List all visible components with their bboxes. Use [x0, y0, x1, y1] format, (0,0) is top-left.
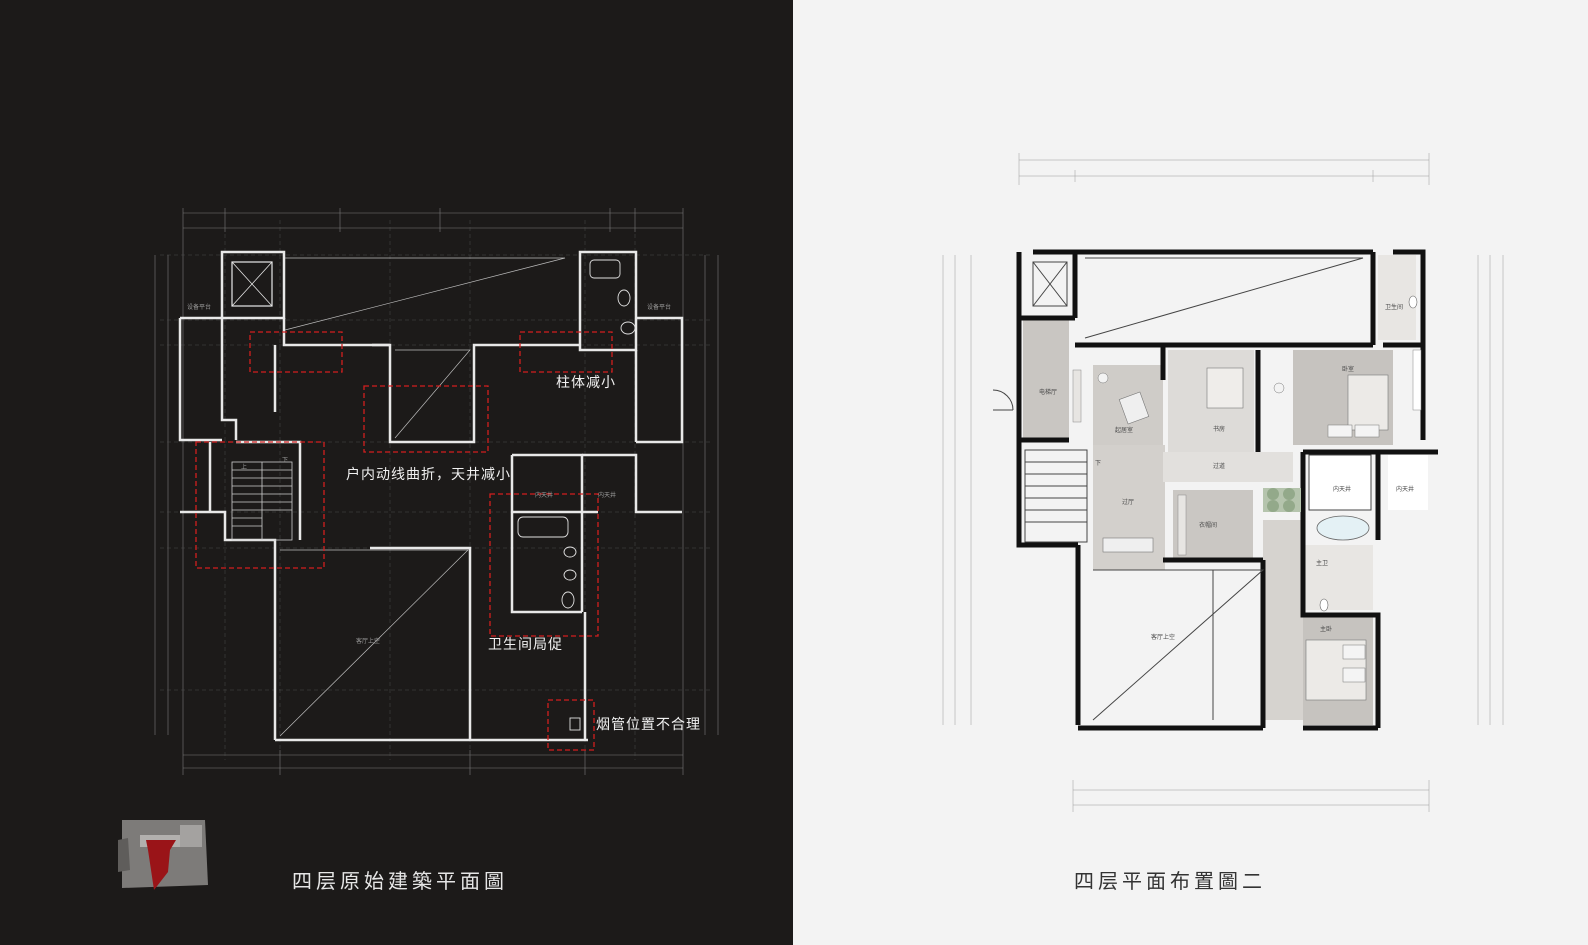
room-corridor: 过道 [1213, 463, 1226, 470]
label-stair-down-right: 下 [1095, 460, 1102, 467]
floor-areas [1023, 255, 1416, 725]
void-markers [279, 257, 566, 737]
issue-highlights [195, 331, 613, 751]
partitions-right [992, 257, 1428, 721]
original-plan-drawing [118, 208, 719, 890]
furniture [1072, 295, 1422, 701]
walls [178, 250, 684, 742]
room-master-bed: 主卧 [1320, 626, 1333, 633]
label-stair-up: 上 [241, 464, 248, 471]
room-wardrobe: 衣帽间 [1199, 522, 1218, 529]
room-hall: 过厅 [1122, 499, 1135, 506]
layout-plan-drawing [942, 153, 1504, 812]
bathroom-fixtures [517, 259, 636, 731]
key-plan [118, 820, 208, 890]
dimension-lines [154, 208, 719, 775]
room-master-bath: 主卫 [1316, 560, 1329, 567]
layout-plan-title: 四层平面布置圖二 [1074, 869, 1266, 893]
room-inner-courtyard-1: 内天井 [1333, 486, 1352, 493]
stair [231, 461, 293, 541]
room-inner-courtyard-2: 内天井 [1396, 486, 1415, 493]
label-inner-courtyard-1: 内天井 [535, 492, 554, 499]
room-study: 书房 [1213, 426, 1226, 433]
annotation-columns: 柱体减小 [556, 375, 616, 391]
room-living-void: 客厅上空 [1151, 634, 1176, 641]
annotation-flue: 烟管位置不合理 [596, 717, 701, 733]
label-equipment-right: 设备平台 [647, 304, 672, 311]
label-living-void: 客厅上空 [356, 638, 381, 645]
axis-grid [160, 220, 710, 760]
dimension-lines-right [942, 153, 1504, 812]
annotation-bathroom: 卫生间局促 [488, 637, 563, 653]
layout-plan-panel: 电梯厅 起居室 书房 卧室 卫生间 过道 过厅 衣帽间 主卫 主卧 内天井 内天… [793, 0, 1588, 945]
room-bedroom: 卧室 [1342, 366, 1355, 373]
room-lounge: 起居室 [1115, 427, 1134, 434]
label-inner-courtyard-2: 内天井 [598, 492, 617, 499]
walls-right [1016, 249, 1438, 731]
annotation-circulation: 户内动线曲折，天井减小 [346, 467, 511, 483]
room-elevator-hall: 电梯厅 [1039, 389, 1058, 396]
room-bathroom: 卫生间 [1385, 304, 1404, 311]
label-equipment-left: 设备平台 [187, 304, 212, 311]
label-stair-down: 下 [282, 457, 289, 464]
original-plan-title: 四层原始建築平面圖 [292, 869, 508, 893]
original-plan-panel: 柱体减小 户内动线曲折，天井减小 卫生间局促 烟管位置不合理 设备平台 设备平台… [0, 0, 793, 945]
